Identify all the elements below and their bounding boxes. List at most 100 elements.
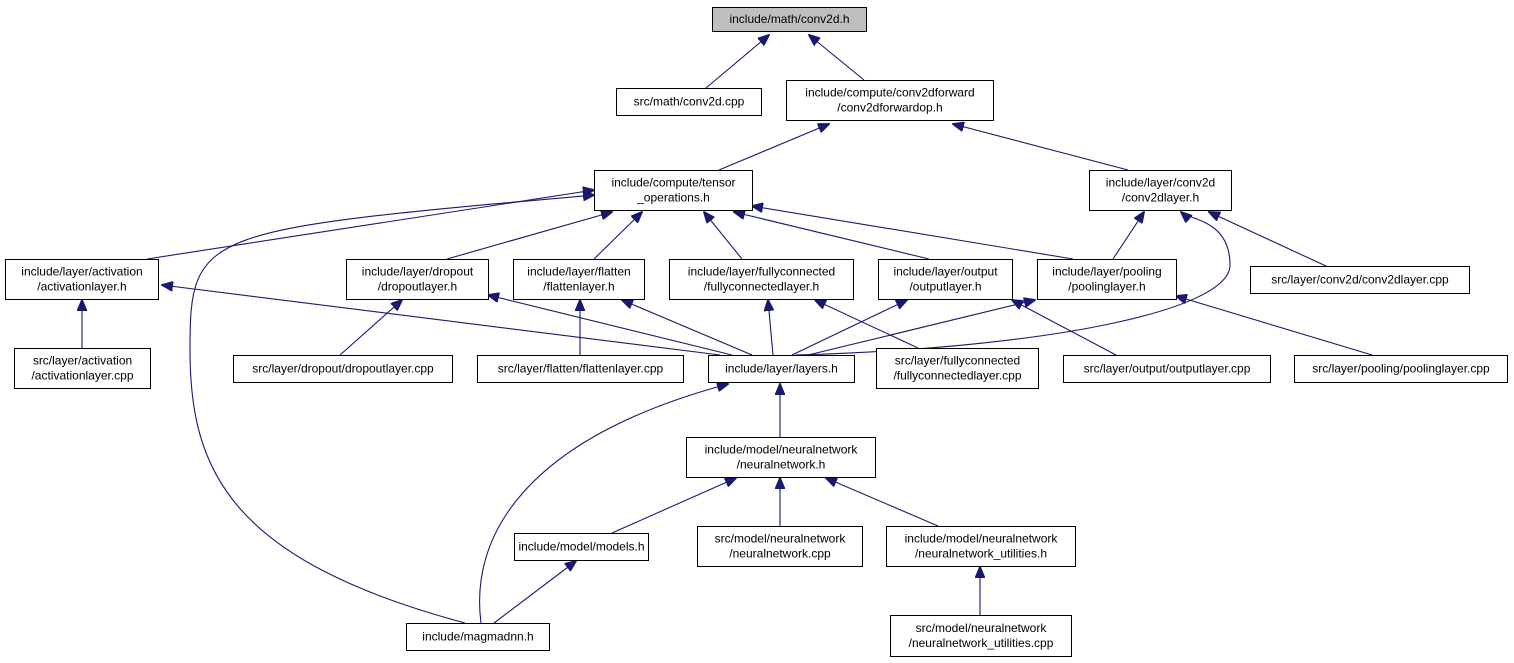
node-box[interactable] [886, 526, 1076, 567]
node-box[interactable] [616, 88, 762, 116]
node-dropoutlayer-cpp[interactable]: src/layer/dropout/dropoutlayer.cpp [233, 355, 453, 383]
node-activationlayer-cpp[interactable]: src/layer/activation/activationlayer.cpp [14, 348, 151, 389]
node-label: include/layer/flatten [527, 265, 630, 279]
edge-magmadnn-h-to-tensor-operations-h [189, 195, 594, 624]
node-box[interactable] [890, 615, 1072, 657]
edge-conv2d-cpp-to-conv2d-h [705, 35, 769, 89]
node-label: include/math/conv2d.h [729, 12, 849, 26]
node-conv2d-cpp[interactable]: src/math/conv2d.cpp [616, 88, 762, 116]
node-label: include/layer/conv2d [1106, 176, 1215, 190]
node-label: src/layer/fullyconnected [895, 354, 1020, 368]
node-conv2d-h[interactable]: include/math/conv2d.h [712, 7, 867, 32]
node-fullyconnectedlayer-cpp[interactable]: src/layer/fullyconnected/fullyconnectedl… [876, 348, 1039, 389]
node-box[interactable] [1063, 355, 1271, 383]
node-poolinglayer-h[interactable]: include/layer/pooling/poolinglayer.h [1037, 259, 1177, 300]
node-label: include/compute/tensor [611, 176, 735, 190]
node-label: src/layer/conv2d/conv2dlayer.cpp [1271, 273, 1449, 287]
node-models-h[interactable]: include/model/models.h [514, 533, 649, 561]
node-label: include/layer/activation [21, 265, 142, 279]
node-conv2dforwardop-h[interactable]: include/compute/conv2dforward/conv2dforw… [786, 80, 994, 121]
node-neuralnetwork-utilities-h[interactable]: include/model/neuralnetwork/neuralnetwor… [886, 526, 1076, 567]
edge-layers-h-to-flattenlayer-h [622, 300, 753, 356]
node-box[interactable] [477, 355, 684, 383]
edge-conv2dforwardop-h-to-conv2d-h [809, 35, 865, 81]
node-box[interactable] [1250, 266, 1470, 294]
edge-layers-h-to-outputlayer-h [791, 300, 907, 356]
node-label: src/layer/pooling/poolinglayer.cpp [1312, 362, 1490, 376]
edge-layer [82, 35, 1373, 624]
edge-layers-h-to-activationlayer-h [162, 285, 721, 356]
node-box[interactable] [513, 259, 645, 300]
node-label: src/layer/output/outputlayer.cpp [1084, 362, 1251, 376]
node-label: include/layer/layers.h [725, 362, 838, 376]
edge-conv2dlayer-cpp-to-conv2dlayer-h [1209, 212, 1327, 267]
node-box[interactable] [876, 348, 1039, 389]
node-box[interactable] [594, 170, 753, 211]
edge-poolinglayer-cpp-to-poolinglayer-h [1176, 296, 1373, 356]
node-fullyconnectedlayer-h[interactable]: include/layer/fullyconnected/fullyconnec… [669, 259, 854, 300]
node-poolinglayer-cpp[interactable]: src/layer/pooling/poolinglayer.cpp [1294, 355, 1508, 383]
edge-flattenlayer-h-to-tensor-operations-h [593, 212, 642, 260]
node-box[interactable] [14, 348, 151, 389]
node-label: /conv2dforwardop.h [837, 101, 942, 115]
node-layer: include/math/conv2d.h src/math/conv2d.cpp… [5, 7, 1508, 657]
node-flattenlayer-cpp[interactable]: src/layer/flatten/flattenlayer.cpp [477, 355, 684, 383]
node-label: /poolinglayer.h [1068, 280, 1145, 294]
node-box[interactable] [786, 80, 994, 121]
node-tensor-operations-h[interactable]: include/compute/tensor_operations.h [594, 170, 753, 211]
node-box[interactable] [708, 355, 855, 383]
node-box[interactable] [5, 259, 159, 300]
node-neuralnetwork-utilities-cpp[interactable]: src/model/neuralnetwork/neuralnetwork_ut… [890, 615, 1072, 657]
node-dropoutlayer-h[interactable]: include/layer/dropout/dropoutlayer.h [346, 259, 489, 300]
node-box[interactable] [712, 7, 867, 32]
node-box[interactable] [1089, 170, 1232, 211]
node-box[interactable] [686, 437, 876, 478]
node-label: include/compute/conv2dforward [805, 86, 974, 100]
node-box[interactable] [346, 259, 489, 300]
node-activationlayer-h[interactable]: include/layer/activation/activationlayer… [5, 259, 159, 300]
node-box[interactable] [514, 533, 649, 561]
node-box[interactable] [697, 526, 863, 567]
node-label: src/model/neuralnetwork [715, 532, 847, 546]
edge-layers-h-to-poolinglayer-h [807, 300, 1035, 356]
node-conv2dlayer-cpp[interactable]: src/layer/conv2d/conv2dlayer.cpp [1250, 266, 1470, 294]
node-label: include/layer/dropout [362, 265, 474, 279]
node-label: include/magmadnn.h [422, 630, 533, 644]
edge-outputlayer-h-to-tensor-operations-h [734, 212, 930, 260]
edge-tensor-operations-h-to-conv2dforwardop-h [718, 124, 829, 171]
edge-layers-h-to-conv2dlayer-h [794, 212, 1231, 356]
node-magmadnn-h[interactable]: include/magmadnn.h [406, 623, 550, 651]
node-flattenlayer-h[interactable]: include/layer/flatten/flattenlayer.h [513, 259, 645, 300]
node-label: /fullyconnectedlayer.h [704, 280, 819, 294]
edge-conv2dlayer-h-to-conv2dforwardop-h [953, 124, 1129, 171]
edge-dropoutlayer-cpp-to-dropoutlayer-h [339, 300, 402, 356]
node-label: include/model/neuralnetwork [705, 443, 859, 457]
node-box[interactable] [233, 355, 453, 383]
edge-magmadnn-h-to-layers-h [479, 384, 728, 624]
node-label: include/layer/output [893, 265, 998, 279]
edge-layers-h-to-dropoutlayer-h [488, 295, 733, 356]
node-label: src/layer/dropout/dropoutlayer.cpp [252, 362, 434, 376]
node-neuralnetwork-cpp[interactable]: src/model/neuralnetwork/neuralnetwork.cp… [697, 526, 863, 567]
node-label: src/model/neuralnetwork [916, 621, 1048, 635]
node-box[interactable] [669, 259, 854, 300]
edge-neuralnetwork-utilities-h-to-neuralnetwork-h [826, 478, 939, 527]
edge-fullyconnectedlayer-h-to-tensor-operations-h [704, 212, 743, 260]
node-conv2dlayer-h[interactable]: include/layer/conv2d/conv2dlayer.h [1089, 170, 1232, 211]
node-box[interactable] [1294, 355, 1508, 383]
node-label: /conv2dlayer.h [1122, 191, 1199, 205]
edge-dropoutlayer-h-to-tensor-operations-h [446, 212, 612, 260]
edge-outputlayer-cpp-to-outputlayer-h [1012, 300, 1117, 356]
node-outputlayer-h[interactable]: include/layer/output/outputlayer.h [878, 259, 1013, 300]
node-neuralnetwork-h[interactable]: include/model/neuralnetwork/neuralnetwor… [686, 437, 876, 478]
node-label: src/math/conv2d.cpp [634, 95, 745, 109]
node-box[interactable] [406, 623, 550, 651]
node-box[interactable] [1037, 259, 1177, 300]
node-layers-h[interactable]: include/layer/layers.h [708, 355, 855, 383]
node-label: src/layer/flatten/flattenlayer.cpp [498, 362, 664, 376]
edge-poolinglayer-h-to-conv2dlayer-h [1112, 212, 1144, 260]
node-box[interactable] [878, 259, 1013, 300]
node-label: /activationlayer.h [37, 280, 126, 294]
node-outputlayer-cpp[interactable]: src/layer/output/outputlayer.cpp [1063, 355, 1271, 383]
